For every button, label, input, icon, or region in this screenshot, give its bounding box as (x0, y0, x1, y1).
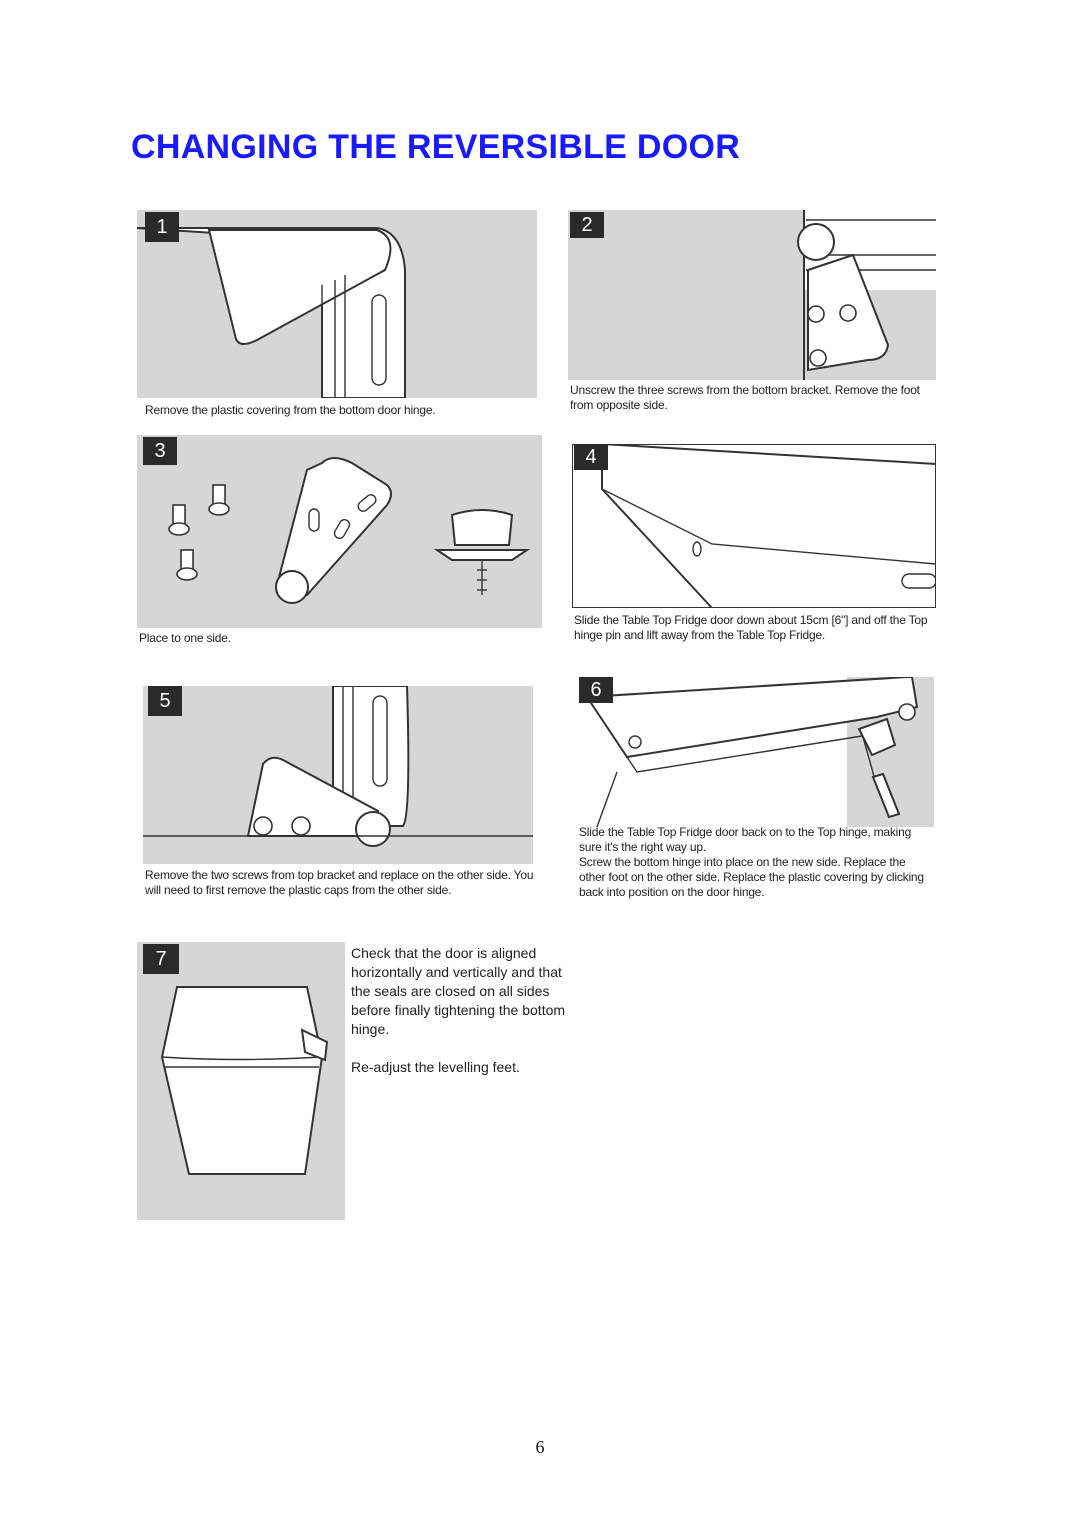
screw-icon (176, 549, 198, 581)
door-removal-drawing (572, 444, 936, 608)
step-5-badge: 5 (148, 686, 182, 716)
step-3-illustration: 3 (137, 435, 542, 628)
top-bracket-drawing (143, 686, 533, 847)
step-3-badge: 3 (143, 437, 177, 465)
step-3-caption: Place to one side. (139, 631, 231, 645)
step-2-badge: 2 (570, 212, 604, 238)
step-2-illustration: 2 (568, 210, 936, 380)
step-6-caption-1: Slide the Table Top Fridge door back on … (579, 825, 912, 854)
step-1-illustration: 1 (137, 210, 537, 398)
screw-icon (168, 504, 190, 536)
screws-bracket-foot-drawing (168, 457, 531, 604)
step-6-badge: 6 (579, 677, 613, 703)
screw-icon (208, 484, 230, 516)
step-6-illustration: 6 (577, 677, 934, 827)
page-number: 6 (535, 1437, 545, 1457)
step-7-badge: 7 (143, 944, 179, 974)
step-5-caption: Remove the two screws from top bracket a… (145, 868, 534, 897)
screw-icon (253, 816, 273, 836)
screw-icon (809, 349, 827, 367)
step-2-caption: Unscrew the three screws from the bottom… (570, 383, 920, 412)
step-7-illustration: 7 (137, 942, 345, 1220)
step-4-illustration: 4 (572, 444, 936, 608)
screw-icon (291, 816, 311, 836)
step-1-badge: 1 (145, 212, 179, 242)
step-4-caption: Slide the Table Top Fridge door down abo… (574, 613, 928, 642)
step-6-caption-2: Screw the bottom hinge into place on the… (579, 855, 924, 899)
fridge-aligned-drawing (160, 986, 329, 1175)
screw-icon (839, 304, 857, 322)
step-1-caption: Remove the plastic covering from the bot… (145, 403, 436, 417)
levelling-foot-icon (433, 509, 531, 595)
step-4-badge: 4 (574, 444, 608, 470)
hinge-cover-drawing (137, 227, 406, 398)
step-5-illustration: 5 (143, 686, 533, 864)
screw-icon (807, 305, 825, 323)
bottom-bracket-drawing (797, 210, 936, 380)
step-7-text: Check that the door is aligned horizonta… (351, 945, 566, 1037)
step-7-levelling-text: Re-adjust the levelling feet. (351, 1059, 520, 1075)
screw-icon (898, 703, 916, 721)
rehang-door-drawing (577, 677, 934, 827)
page-title: CHANGING THE REVERSIBLE DOOR (131, 128, 741, 166)
